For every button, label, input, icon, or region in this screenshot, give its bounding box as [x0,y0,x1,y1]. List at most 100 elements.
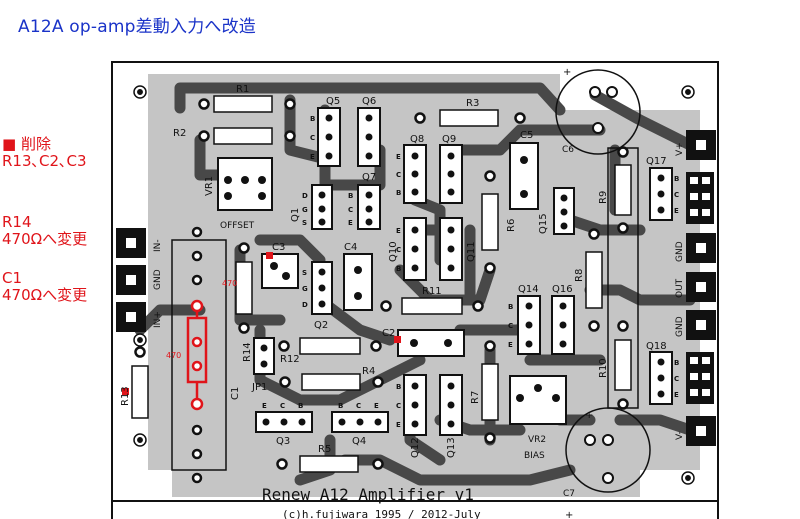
label-r10: R10 [598,358,609,378]
svg-text:D: D [302,301,308,309]
svg-text:C: C [396,246,401,254]
svg-text:C: C [356,402,361,410]
svg-text:E: E [310,153,315,161]
r2-body [213,127,273,145]
delete-markers [122,252,401,395]
svg-text:G: G [302,285,308,293]
svg-text:E: E [396,153,401,161]
label-q5: Q5 [326,96,340,107]
c6-plus: + [563,67,571,78]
c1-modification [186,299,208,411]
svg-text:E: E [262,402,267,410]
r1-body [213,95,273,113]
label-q18: Q18 [646,341,667,352]
r14-body [235,261,253,315]
label-r13: R13 [120,386,131,406]
svg-text:E: E [674,391,679,399]
conn-label-vminus: V- [675,431,685,440]
board-footer-title: Renew A12 Amplifier v1 [262,485,474,504]
label-c4: C4 [344,242,357,253]
svg-text:E: E [396,227,401,235]
label-q9: Q9 [442,134,456,145]
svg-text:S: S [302,269,307,277]
svg-text:E: E [348,219,353,227]
c1-pads [191,226,203,484]
label-q2: Q2 [314,320,328,331]
label-q14: Q14 [518,284,539,295]
label-q8: Q8 [410,134,424,145]
r5-body [299,455,359,473]
label-q7: Q7 [362,172,376,183]
r6-body [481,193,499,251]
label-c5: C5 [520,130,533,141]
c1-red-label: 470 [166,351,181,360]
svg-text:B: B [338,402,343,410]
svg-text:E: E [674,207,679,215]
label-r8: R8 [574,269,585,282]
svg-text:C: C [674,375,679,383]
label-q3: Q3 [276,436,290,447]
board-footer-credit: (c)h.fujiwara 1995 / 2012-July [282,508,481,519]
svg-text:C: C [396,171,401,179]
svg-text:B: B [348,192,353,200]
note-c1: C1 470Ωへ変更 [2,269,88,304]
r3-body [439,109,499,127]
svg-text:C: C [674,191,679,199]
r7-body [481,363,499,421]
label-r7: R7 [470,391,481,404]
label-q11: Q11 [466,241,477,262]
r11-body [401,297,463,315]
label-r14: R14 [242,342,253,362]
c1-outline [171,239,227,471]
svg-text:C: C [280,402,285,410]
svg-text:B: B [396,265,401,273]
svg-text:C: C [508,322,513,330]
resistors [131,95,632,473]
note-r14: R14 470Ωへ変更 [2,213,88,248]
silk-labels: R1 R2 R3 R4 R5 R6 R7 R8 R9 R10 R11 R12 R… [120,84,667,461]
label-q13: Q13 [446,437,457,458]
label-q10: Q10 [388,241,399,262]
c6-outline [555,69,641,155]
label-q16: Q16 [552,284,573,295]
label-r3: R3 [466,98,479,109]
svg-text:B: B [674,175,679,183]
svg-text:E: E [508,341,513,349]
r14-red-label: 470 [222,279,237,288]
r9-body [614,164,632,216]
label-r6: R6 [506,219,517,232]
svg-text:B: B [396,189,401,197]
label-vr2: VR2 [528,435,546,445]
c2-box [397,329,465,357]
conn-label-gnd: GND [153,269,163,290]
label-vr1: VR1 [204,176,215,196]
c5-box [509,142,539,210]
label-q1: Q1 [290,208,301,222]
r10-body [614,339,632,391]
svg-text:C: C [348,206,353,214]
r13-body [131,365,149,419]
note-delete: ■ 削除 R13､C2､C3 [2,135,87,170]
label-q6: Q6 [362,96,376,107]
left-connectors: IN- GND IN+ [116,228,163,332]
pads [134,98,629,470]
c3-box [261,253,299,289]
label-offset: OFFSET [220,221,255,231]
label-c3: C3 [272,242,285,253]
svg-text:B: B [508,303,513,311]
svg-text:C: C [310,134,315,142]
label-jp1: JP1 [251,382,267,393]
label-r1: R1 [236,84,249,95]
svg-text:S: S [302,219,307,227]
label-c6: C6 [562,145,574,155]
conn-label-gnd-r1: GND [675,241,685,262]
label-r2: R2 [173,128,186,139]
svg-text:E: E [374,402,379,410]
svg-text:E: E [396,421,401,429]
svg-text:D: D [302,192,308,200]
bottom-plus: + [565,510,573,519]
conn-label-vplus: V+ [675,142,685,156]
label-r4: R4 [362,366,375,377]
r12-body [299,337,361,355]
